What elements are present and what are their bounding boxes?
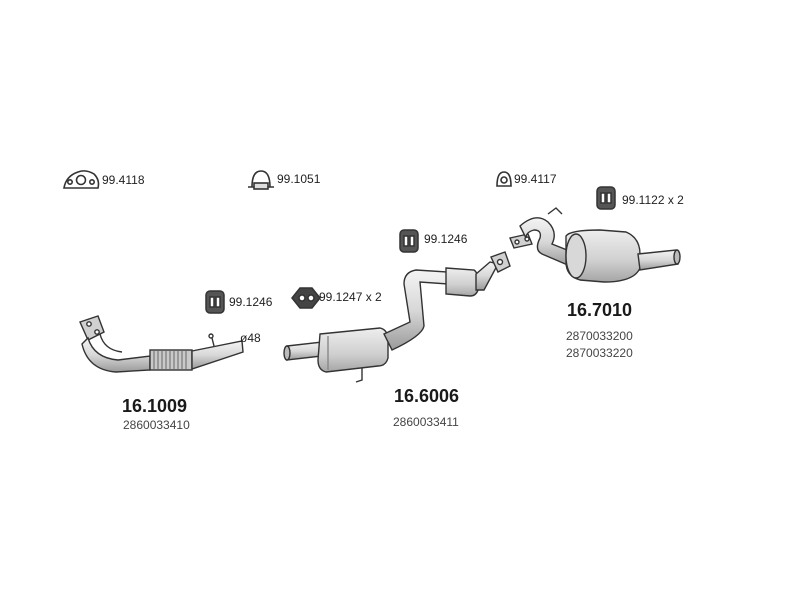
rubber-hanger-icon — [205, 290, 225, 314]
rear-silencer-oem-number-2: 2870033220 — [566, 346, 633, 360]
middle-silencer-part-number: 16.6006 — [394, 386, 460, 406]
rubber-hanger-icon — [596, 186, 616, 210]
hanger-rear-code: 99.1122 x 2 — [622, 193, 684, 207]
gasket-front-code: 99.4118 — [102, 173, 145, 187]
front-pipe-oem-number: 2860033410 — [123, 418, 190, 432]
front-pipe-part-number: 16.1009 — [122, 396, 188, 416]
pipe-diameter-label: ø48 — [240, 331, 261, 345]
hanger-mid-code: 99.1247 x 2 — [319, 290, 382, 304]
hanger-front-code: 99.1246 — [229, 295, 273, 309]
rubber-hanger-icon — [399, 229, 419, 253]
hanger-mid-upper-code: 99.1246 — [424, 232, 468, 246]
rear-silencer-part-number: 16.7010 — [567, 300, 633, 320]
clamp-front-code: 99.1051 — [277, 172, 321, 186]
two-hole-flange-gasket-icon — [496, 171, 512, 187]
rear-silencer-oem-number-1: 2870033200 — [566, 329, 633, 343]
middle-silencer-oem-number: 2860033411 — [393, 415, 459, 429]
gasket-rear-code: 99.4117 — [514, 172, 557, 186]
three-hole-flange-gasket-icon — [63, 170, 100, 189]
rubber-ring-hanger-icon — [291, 287, 321, 309]
rear-silencer-drawing — [509, 207, 681, 283]
pipe-clamp-icon — [248, 170, 274, 190]
front-pipe-drawing — [79, 315, 244, 373]
middle-silencer-drawing — [283, 251, 511, 383]
